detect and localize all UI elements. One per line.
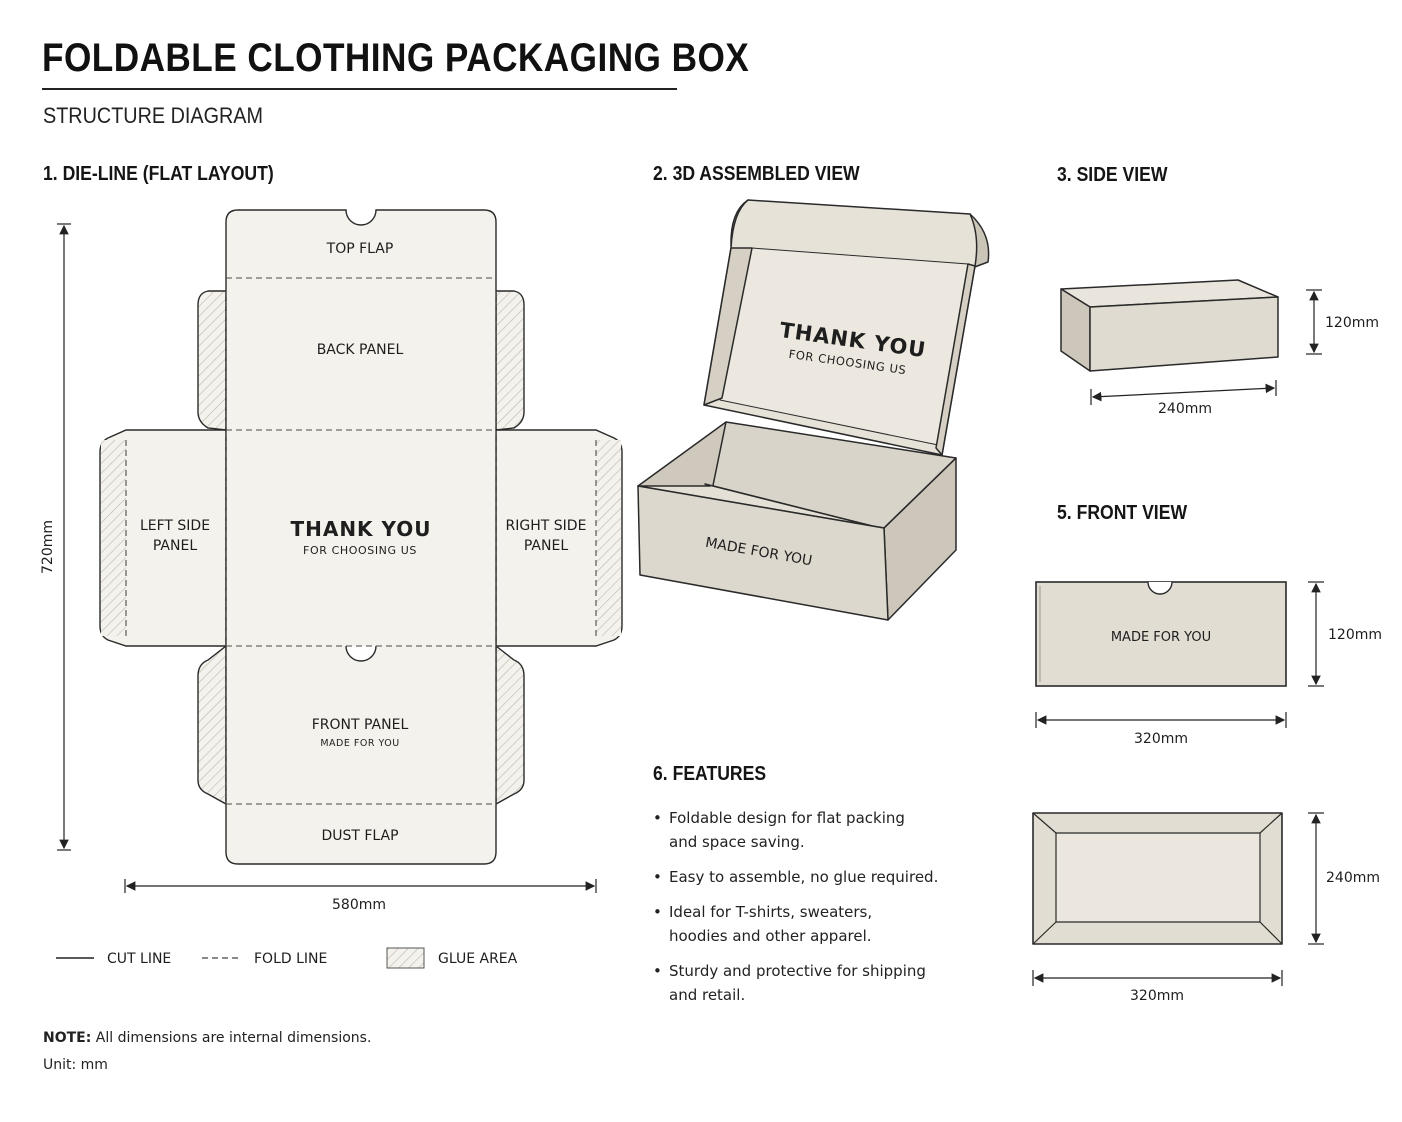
section-3d-view-heading: 2. 3D ASSEMBLED VIEW (653, 163, 860, 185)
feature-line: Sturdy and protective for shipping (669, 962, 926, 980)
top-view-box (1032, 812, 1283, 945)
right-side-label-1: RIGHT SIDE (506, 518, 587, 534)
left-glue-strip (101, 440, 126, 636)
legend: CUT LINE FOLD LINE GLUE AREA (56, 947, 518, 969)
unit-note: Unit: mm (43, 1057, 108, 1073)
side-view-box (1060, 279, 1279, 372)
die-line-layout (99, 209, 623, 865)
lid-flap-right (935, 263, 976, 456)
note-text: All dimensions are internal dimensions. (91, 1030, 372, 1046)
die-height-dimension (57, 223, 71, 851)
legend-fold-label: FOLD LINE (254, 951, 327, 967)
top-depth-label: 240mm (1326, 870, 1380, 886)
front-width-dimension (1035, 712, 1287, 728)
top-flap-label: TOP FLAP (326, 241, 394, 257)
feature-item: Easy to assemble, no glue required. (653, 865, 953, 889)
feature-line: and retail. (669, 986, 746, 1004)
right-side-label-2: PANEL (524, 538, 568, 554)
fold-lines (125, 277, 597, 805)
glue-tab-top-right (495, 290, 525, 431)
feature-line: hoodies and other apparel. (669, 927, 872, 945)
front-height-dimension (1308, 581, 1324, 687)
left-side-label-2: PANEL (153, 538, 197, 554)
left-side-panel (99, 429, 227, 647)
die-width-label: 580mm (332, 897, 386, 913)
right-glue-strip (596, 440, 621, 636)
feature-item: Ideal for T-shirts, sweaters, hoodies an… (653, 900, 953, 948)
page-title: FOLDABLE CLOTHING PACKAGING BOX (42, 36, 750, 80)
section-side-view-heading: 3. SIDE VIEW (1057, 164, 1168, 186)
assembled-box-3d (637, 199, 990, 621)
glue-tab-bottom-left (197, 644, 227, 806)
side-front-face (1089, 296, 1279, 372)
die-width-dimension (124, 879, 597, 893)
feature-line: Easy to assemble, no glue required. (669, 868, 939, 886)
front-view-notch (1147, 581, 1173, 595)
note-label: NOTE: (43, 1030, 92, 1046)
right-side-panel (495, 429, 623, 647)
side-length-dimension (1090, 380, 1277, 405)
front-view-box (1035, 581, 1287, 687)
section-die-line-heading: 1. DIE-LINE (FLAT LAYOUT) (43, 163, 274, 185)
back-panel-label: BACK PANEL (317, 342, 404, 358)
feature-line: and space saving. (669, 833, 805, 851)
top-depth-dimension (1308, 812, 1324, 945)
title-divider (42, 88, 677, 90)
front-panel-sub: MADE FOR YOU (320, 738, 399, 749)
tray-front-panel (637, 485, 889, 621)
legend-glue-label: GLUE AREA (438, 951, 518, 967)
front-width-label: 320mm (1134, 731, 1188, 747)
feature-line: Ideal for T-shirts, sweaters, (669, 903, 873, 921)
side-height-label: 120mm (1325, 315, 1379, 331)
features-list: Foldable design for flat packing and spa… (653, 806, 953, 1018)
left-side-label-1: LEFT SIDE (140, 518, 210, 534)
front-panel-label: FRONT PANEL (312, 717, 409, 733)
page-subtitle: STRUCTURE DIAGRAM (43, 103, 264, 128)
feature-item: Foldable design for flat packing and spa… (653, 806, 953, 854)
glue-tab-bottom-right (495, 644, 525, 806)
front-view-text: MADE FOR YOU (1111, 630, 1211, 645)
die-height-label: 720mm (40, 520, 56, 574)
section-features-heading: 6. FEATURES (653, 763, 767, 785)
section-front-view-heading: 5. FRONT VIEW (1057, 502, 1188, 524)
lid-flap-left (703, 247, 753, 406)
feature-item: Sturdy and protective for shipping and r… (653, 959, 953, 1007)
glue-tab-top-left (197, 290, 227, 431)
front-height-label: 120mm (1328, 627, 1382, 643)
side-length-label: 240mm (1158, 401, 1212, 417)
feature-line: Foldable design for flat packing (669, 809, 905, 827)
base-thank-you: THANK YOU (290, 517, 431, 541)
dust-flap-label: DUST FLAP (321, 828, 398, 844)
legend-glue-swatch (386, 947, 425, 969)
legend-cut-label: CUT LINE (107, 951, 171, 967)
base-choosing-us: FOR CHOOSING US (303, 544, 417, 557)
top-width-label: 320mm (1130, 988, 1184, 1004)
front-notch (345, 645, 377, 662)
top-width-dimension (1032, 970, 1283, 986)
side-height-dimension (1306, 289, 1322, 355)
note: NOTE: All dimensions are internal dimens… (43, 1030, 371, 1046)
